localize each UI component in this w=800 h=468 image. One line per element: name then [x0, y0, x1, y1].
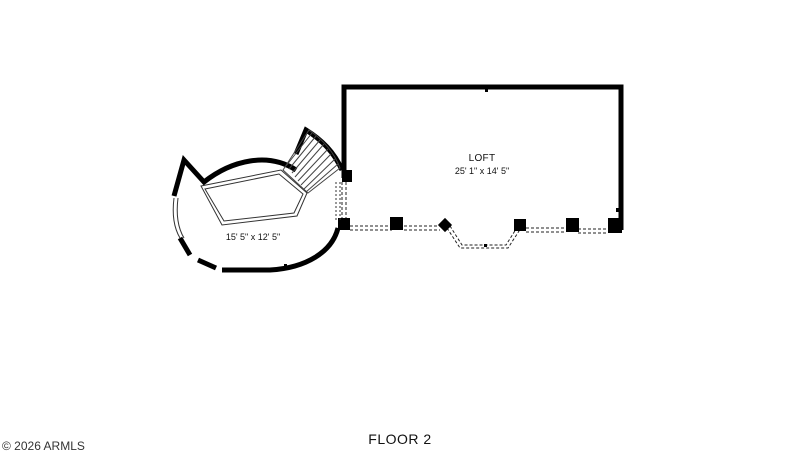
round-room-walls [171, 126, 345, 273]
wall-markers [284, 89, 619, 267]
copyright-notice: © 2026 ARMLS [2, 439, 85, 453]
stairs [282, 129, 341, 194]
columns [338, 170, 622, 233]
doorway [335, 182, 341, 220]
floor-label: FLOOR 2 [368, 431, 432, 447]
loft-walls [341, 84, 624, 230]
round-room-inset [200, 169, 308, 226]
loft-south-wall [341, 182, 608, 249]
round-room-dimensions: 15' 5" x 12' 5" [225, 232, 281, 242]
round-room-window [172, 197, 185, 239]
loft-dimensions: 25' 1" x 14' 5" [454, 166, 510, 176]
loft-name: LOFT [468, 153, 496, 164]
